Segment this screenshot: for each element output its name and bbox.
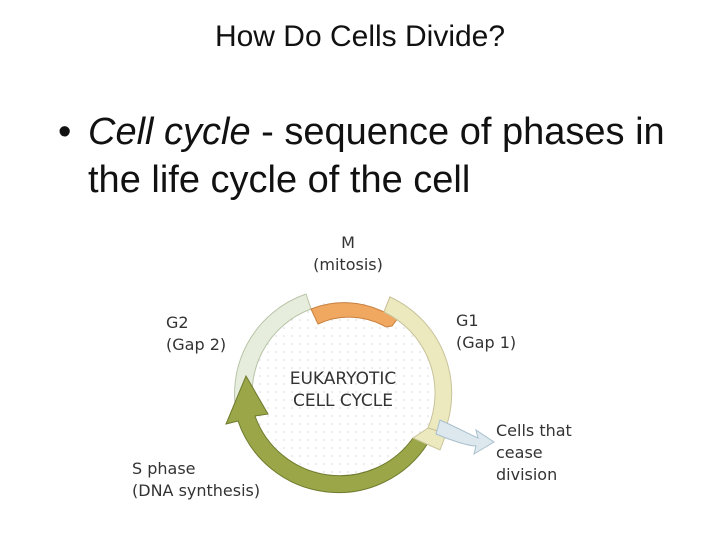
exit-label-line1: Cells that bbox=[496, 420, 572, 442]
center-label-line2: CELL CYCLE bbox=[268, 390, 418, 412]
s-phase-label: S phase (DNA synthesis) bbox=[132, 458, 260, 502]
g1-phase-label: G1 (Gap 1) bbox=[456, 310, 516, 354]
center-label-line1: EUKARYOTIC bbox=[268, 368, 418, 390]
g2-phase-desc: (Gap 2) bbox=[166, 334, 226, 356]
cell-cycle-diagram: EUKARYOTIC CELL CYCLE M (mitosis) G2 (Ga… bbox=[128, 228, 598, 528]
bullet-marker: • bbox=[58, 108, 71, 156]
exit-label-line3: division bbox=[496, 464, 572, 486]
bullet-text: Cell cycle - sequence of phases in the l… bbox=[88, 108, 688, 204]
s-phase-desc: (DNA synthesis) bbox=[132, 480, 260, 502]
exit-label-line2: cease bbox=[496, 442, 572, 464]
m-phase-desc: (mitosis) bbox=[300, 254, 396, 276]
g1-phase-desc: (Gap 1) bbox=[456, 332, 516, 354]
g2-phase-name: G2 bbox=[166, 312, 226, 334]
s-phase-name: S phase bbox=[132, 458, 260, 480]
m-phase-label: M (mitosis) bbox=[300, 232, 396, 276]
slide-title: How Do Cells Divide? bbox=[0, 20, 720, 54]
bullet-term: Cell cycle bbox=[88, 111, 251, 153]
m-phase-name: M bbox=[300, 232, 396, 254]
center-label: EUKARYOTIC CELL CYCLE bbox=[268, 368, 418, 412]
exit-arrow bbox=[436, 420, 494, 454]
exit-label: Cells that cease division bbox=[496, 420, 572, 486]
g2-phase-label: G2 (Gap 2) bbox=[166, 312, 226, 356]
g1-phase-name: G1 bbox=[456, 310, 516, 332]
